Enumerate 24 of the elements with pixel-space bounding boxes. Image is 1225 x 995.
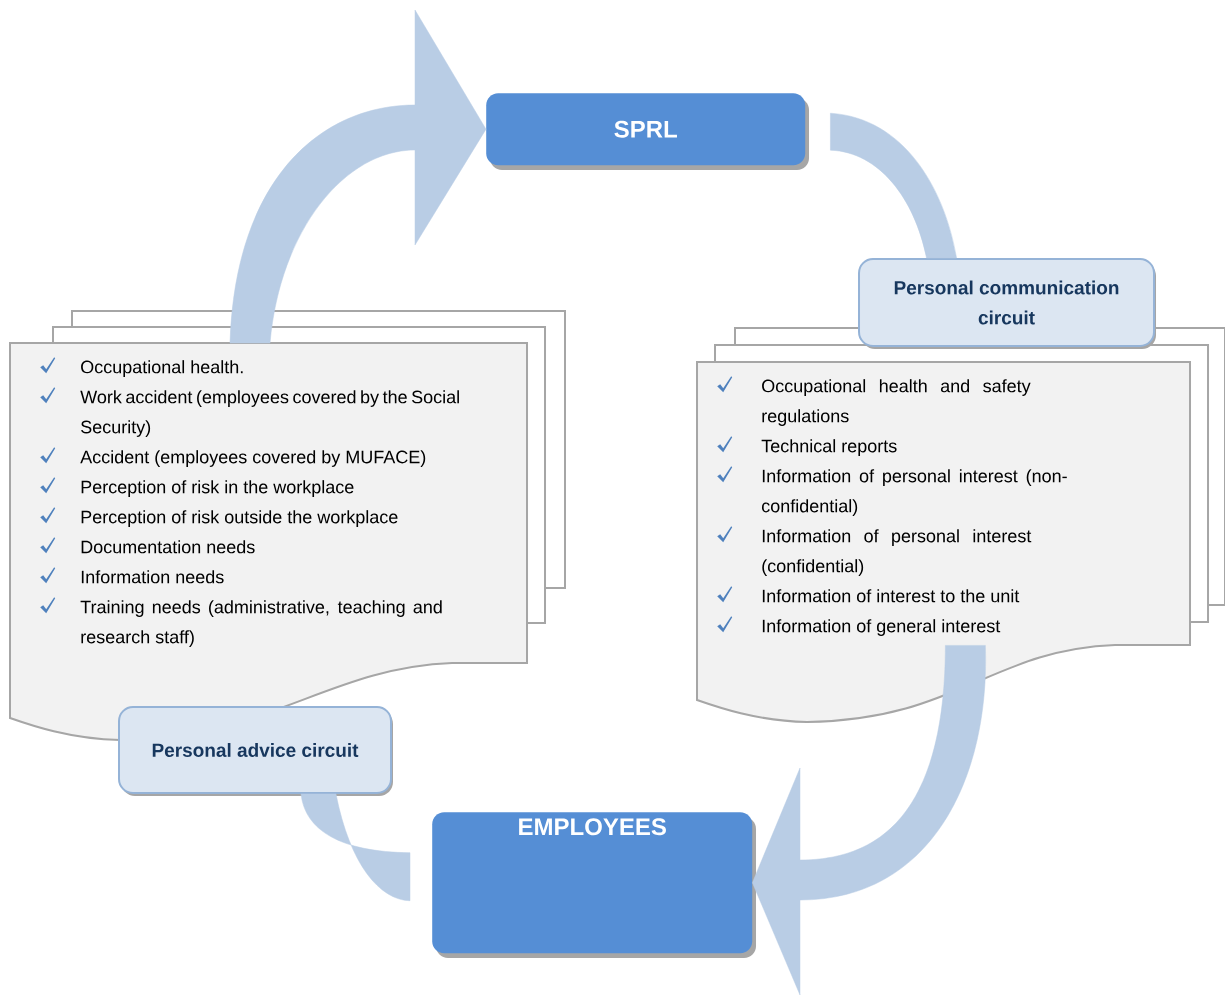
list-item: Information of personal interest (non-confidential) xyxy=(762,469,1067,516)
list-item: Perception of risk in the workplace xyxy=(81,480,354,497)
curved-arrow xyxy=(830,112,957,259)
list-item: Occupational health. xyxy=(81,360,243,377)
list-item: Training needs (administrative, teaching and research staff) xyxy=(80,600,442,647)
list-item: Information needs xyxy=(81,570,224,584)
circuit-box: Personal advice circuit xyxy=(118,706,393,796)
list-item: Work accident (employees covered by the Social Security) xyxy=(80,390,459,437)
list-item: Information of general interest xyxy=(762,619,1001,636)
document-page xyxy=(696,361,1191,723)
document-page xyxy=(9,342,528,741)
circuit-box: Personal communication circuit xyxy=(858,258,1156,349)
list-item: Occupational health and safety regulations xyxy=(762,379,1031,426)
list-item: Technical reports xyxy=(761,439,897,456)
list-item: Information of personal interest (confidential) xyxy=(762,529,1032,576)
list-item: Documentation needs xyxy=(81,540,255,554)
curved-arrow xyxy=(752,645,986,995)
list-item: Perception of risk outside the workplace xyxy=(81,510,398,527)
list-item: Accident (employees covered by MUFACE) xyxy=(80,450,426,467)
main-box: SPRL xyxy=(486,93,809,170)
curved-arrow xyxy=(300,793,411,901)
main-box: EMPLOYEES xyxy=(432,812,756,958)
list-item: Information of interest to the unit xyxy=(762,589,1020,603)
curved-arrow xyxy=(229,9,487,344)
